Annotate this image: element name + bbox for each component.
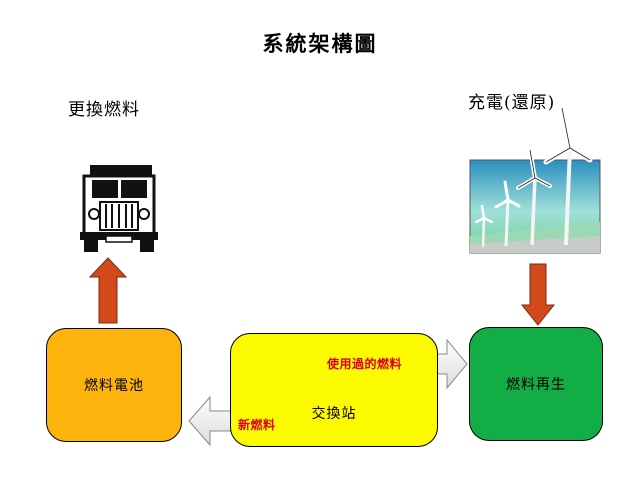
swap-station-label: 交換站	[311, 406, 357, 422]
down-arrow	[520, 263, 556, 326]
fuel-cell-box: 燃料電池	[46, 328, 182, 442]
used-fuel-text: 使用過的燃料	[327, 357, 403, 371]
swap-station-box: 交換站	[230, 333, 438, 447]
new-fuel-text: 新燃料	[238, 418, 276, 432]
up-arrow	[88, 257, 128, 324]
swap-fuel-label: 更換燃料	[68, 100, 140, 120]
fuel-cell-label: 燃料電池	[84, 378, 144, 394]
diagram-title: 系統架構圖	[262, 31, 378, 56]
charge-label: 充電(還原)	[468, 93, 556, 113]
wind-turbine-icon	[469, 105, 601, 254]
fuel-regen-box: 燃料再生	[469, 327, 603, 441]
fuel-regen-label: 燃料再生	[506, 377, 566, 393]
truck-icon	[80, 165, 158, 252]
